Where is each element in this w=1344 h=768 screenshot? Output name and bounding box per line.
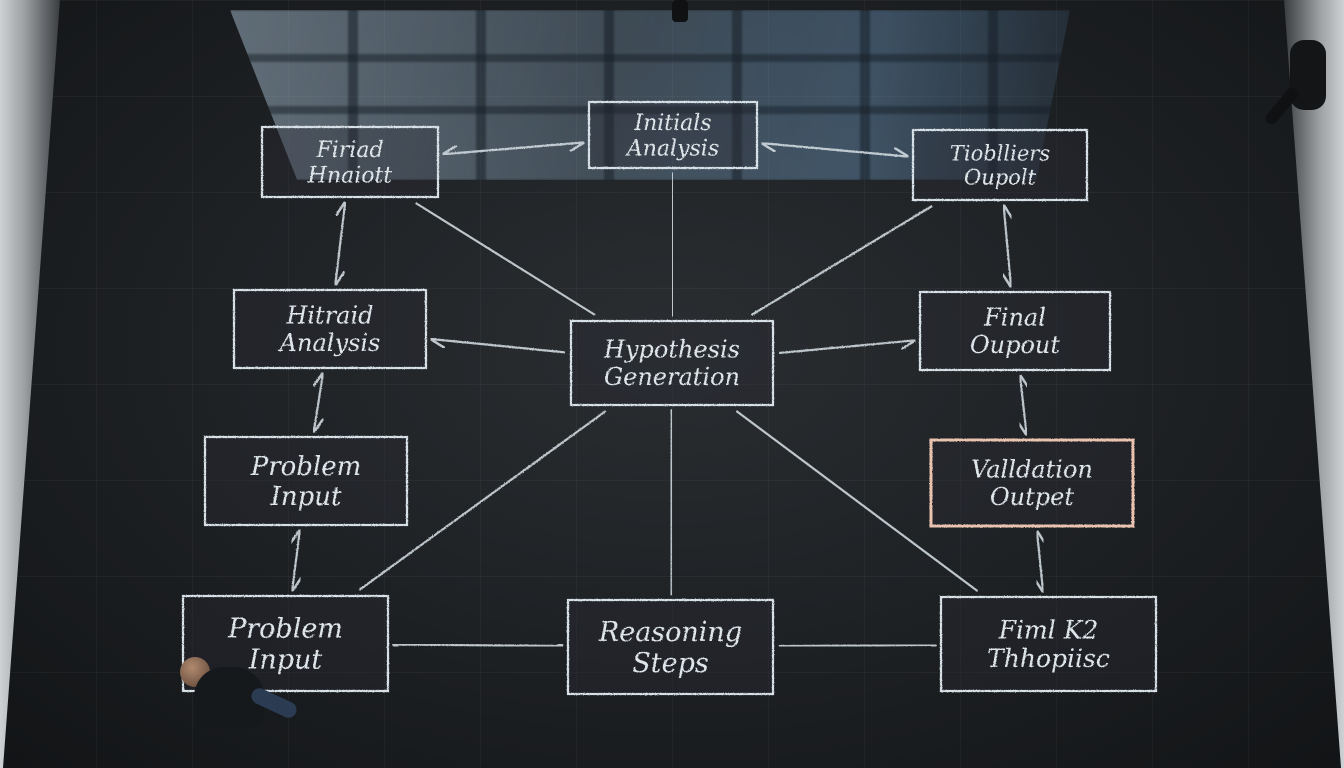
person-body — [1290, 40, 1326, 110]
node-box — [929, 438, 1135, 528]
node-label-line: Problem — [227, 613, 343, 644]
edge-center-to-bottom-right — [735, 410, 979, 592]
edge-center-to-top-right — [750, 205, 933, 316]
node-label-line: Hypothesis — [603, 336, 740, 364]
person-bottom-left — [180, 655, 300, 745]
node-box — [569, 319, 775, 407]
node-label-line: Analysis — [625, 136, 719, 161]
node-box — [203, 435, 409, 527]
node-label-line: Analysis — [278, 329, 381, 357]
node-label-line: Fiml K2 — [998, 615, 1099, 644]
edge-center-to-mid-left — [432, 339, 566, 354]
node-box — [911, 128, 1089, 202]
node-label-line: Generation — [604, 363, 740, 391]
edge-bottom-left-to-bottom-center — [394, 644, 562, 646]
node-label-line: Initials — [633, 111, 711, 136]
edge-top-left-to-mid-left — [335, 203, 345, 284]
edge-lower-right-to-bottom-right — [1037, 532, 1043, 591]
edge-top-left-to-top-center — [444, 143, 583, 155]
node-box — [918, 290, 1112, 372]
edges-layer — [292, 143, 1043, 647]
node-label-line: Oupout — [970, 331, 1060, 359]
edge-center-to-mid-right — [778, 340, 914, 355]
node-label-line: Outpet — [990, 483, 1074, 511]
node-box — [566, 598, 775, 696]
edge-top-center-to-center — [672, 174, 673, 315]
edge-center-to-bottom-center — [671, 411, 672, 594]
node-box — [587, 100, 759, 170]
node-label-line: Final — [983, 304, 1046, 332]
edge-mid-right-to-lower-right — [1020, 376, 1026, 434]
person-top-center — [668, 0, 694, 24]
node-box — [939, 595, 1158, 693]
node-label-line: Thhopiisc — [987, 644, 1110, 673]
edge-top-center-to-top-right — [763, 143, 907, 156]
edge-lower-left-to-bottom-left — [292, 531, 299, 590]
node-label-line: Oupolt — [964, 165, 1037, 189]
node-label-line: Reasoning — [598, 617, 742, 648]
person-top-right — [1250, 30, 1340, 150]
node-label-line: Hitraid — [285, 302, 373, 330]
edge-bottom-center-to-bottom-right — [778, 645, 935, 646]
node-label-line: Problem — [250, 452, 362, 482]
person-legs — [672, 0, 688, 22]
edge-top-right-to-mid-right — [1004, 206, 1011, 286]
edge-mid-left-to-lower-left — [314, 374, 323, 431]
node-label-line: Input — [248, 644, 323, 675]
edge-center-to-bottom-left — [358, 410, 607, 591]
node-label-line: Firiad — [315, 138, 383, 163]
node-label-line: Hnaiott — [307, 163, 393, 188]
node-box — [260, 125, 440, 199]
edge-center-to-top-left — [415, 202, 596, 316]
node-label-line: Tioblliers — [950, 141, 1050, 165]
node-label-line: Steps — [632, 648, 708, 679]
node-box — [232, 288, 428, 370]
node-label-line: Input — [270, 482, 342, 512]
node-label-line: Valldation — [971, 456, 1093, 484]
